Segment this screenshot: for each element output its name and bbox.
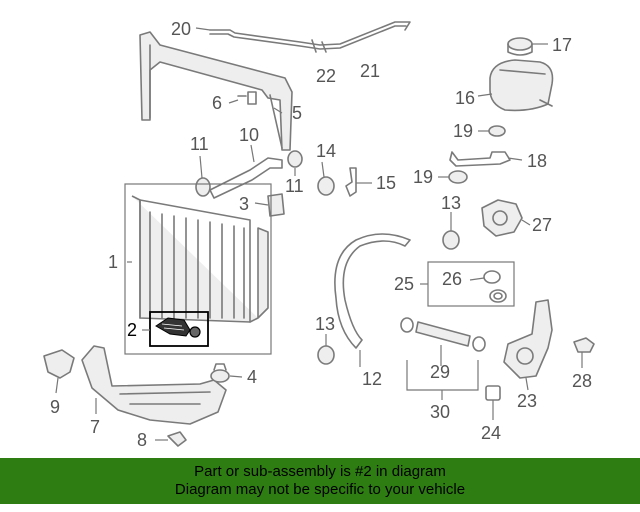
callout-labels: 20 22 21 17 16 19 18 19 6 5 11 10 14 11 … (50, 19, 592, 450)
part-2-highlight (149, 311, 209, 347)
callout-26: 26 (442, 269, 462, 289)
callout-11b: 11 (285, 176, 304, 196)
callout-13b: 13 (441, 193, 461, 213)
callout-11a: 11 (190, 134, 209, 154)
leader-lines (55, 27, 583, 441)
callout-23: 23 (517, 391, 537, 411)
mount-9-part (43, 349, 75, 379)
bolt-6-part (237, 91, 257, 105)
callout-12: 12 (362, 369, 382, 389)
callout-17: 17 (552, 35, 572, 55)
hose-10-part (209, 157, 283, 199)
clamp-13-right-part (442, 230, 460, 250)
callout-15: 15 (376, 173, 396, 193)
clamp-11-left-part (195, 177, 211, 197)
callout-28: 28 (572, 371, 592, 391)
seal-kit-25-part (427, 261, 515, 307)
callout-27: 27 (532, 215, 552, 235)
clamp-13-left-part (317, 345, 335, 365)
callout-13a: 13 (315, 314, 335, 334)
callout-5: 5 (292, 103, 302, 123)
radiator-1-part (124, 183, 272, 355)
bracket-15-part (345, 167, 357, 197)
callout-22: 22 (316, 66, 336, 86)
callout-2: 2 (127, 320, 137, 340)
callout-3: 3 (239, 194, 249, 214)
bracket-3-part (267, 193, 285, 217)
fitting-28-part (573, 337, 595, 353)
callout-30: 30 (430, 402, 450, 422)
callout-21: 21 (360, 61, 380, 81)
callout-19a: 19 (453, 121, 473, 141)
cap-17-part (507, 37, 533, 56)
housing-23-part (503, 299, 553, 379)
callout-29: 29 (430, 362, 450, 382)
clamp-14-part (317, 176, 335, 196)
hose-20-22-21-part (209, 21, 411, 53)
callout-4: 4 (247, 367, 257, 387)
callout-14: 14 (316, 141, 336, 161)
clip-8-part (167, 431, 187, 447)
callout-25: 25 (394, 274, 414, 294)
callout-16: 16 (455, 88, 475, 108)
callout-10: 10 (239, 125, 259, 145)
banner-line-1: Part or sub-assembly is #2 in diagram (194, 463, 446, 480)
mount-4-part (210, 363, 230, 383)
callout-6: 6 (212, 93, 222, 113)
callout-24: 24 (481, 423, 501, 443)
housing-27-part (481, 199, 523, 237)
banner-line-2: Diagram may not be specific to your vehi… (174, 481, 466, 498)
callout-9: 9 (50, 397, 60, 417)
callout-8: 8 (137, 430, 147, 450)
callout-20: 20 (171, 19, 191, 39)
callout-7: 7 (90, 417, 100, 437)
clamp-11-right-part (287, 150, 303, 168)
hose-18-part (449, 151, 511, 167)
deflector-7-part (81, 345, 227, 425)
hose-12-part (334, 233, 411, 349)
radiator-support-part (139, 31, 293, 151)
callout-1: 1 (108, 252, 118, 272)
gasket-24-part (485, 385, 501, 401)
callout-18: 18 (527, 151, 547, 171)
callout-19b: 19 (413, 167, 433, 187)
clamp-19-lower-part (448, 170, 468, 184)
clamp-19-top-part (488, 125, 506, 137)
info-banner: Part or sub-assembly is #2 in diagram Di… (0, 458, 640, 504)
parts-diagram: 20 22 21 17 16 19 18 19 6 5 11 10 14 11 … (43, 19, 595, 450)
reservoir-16-part (489, 59, 554, 112)
